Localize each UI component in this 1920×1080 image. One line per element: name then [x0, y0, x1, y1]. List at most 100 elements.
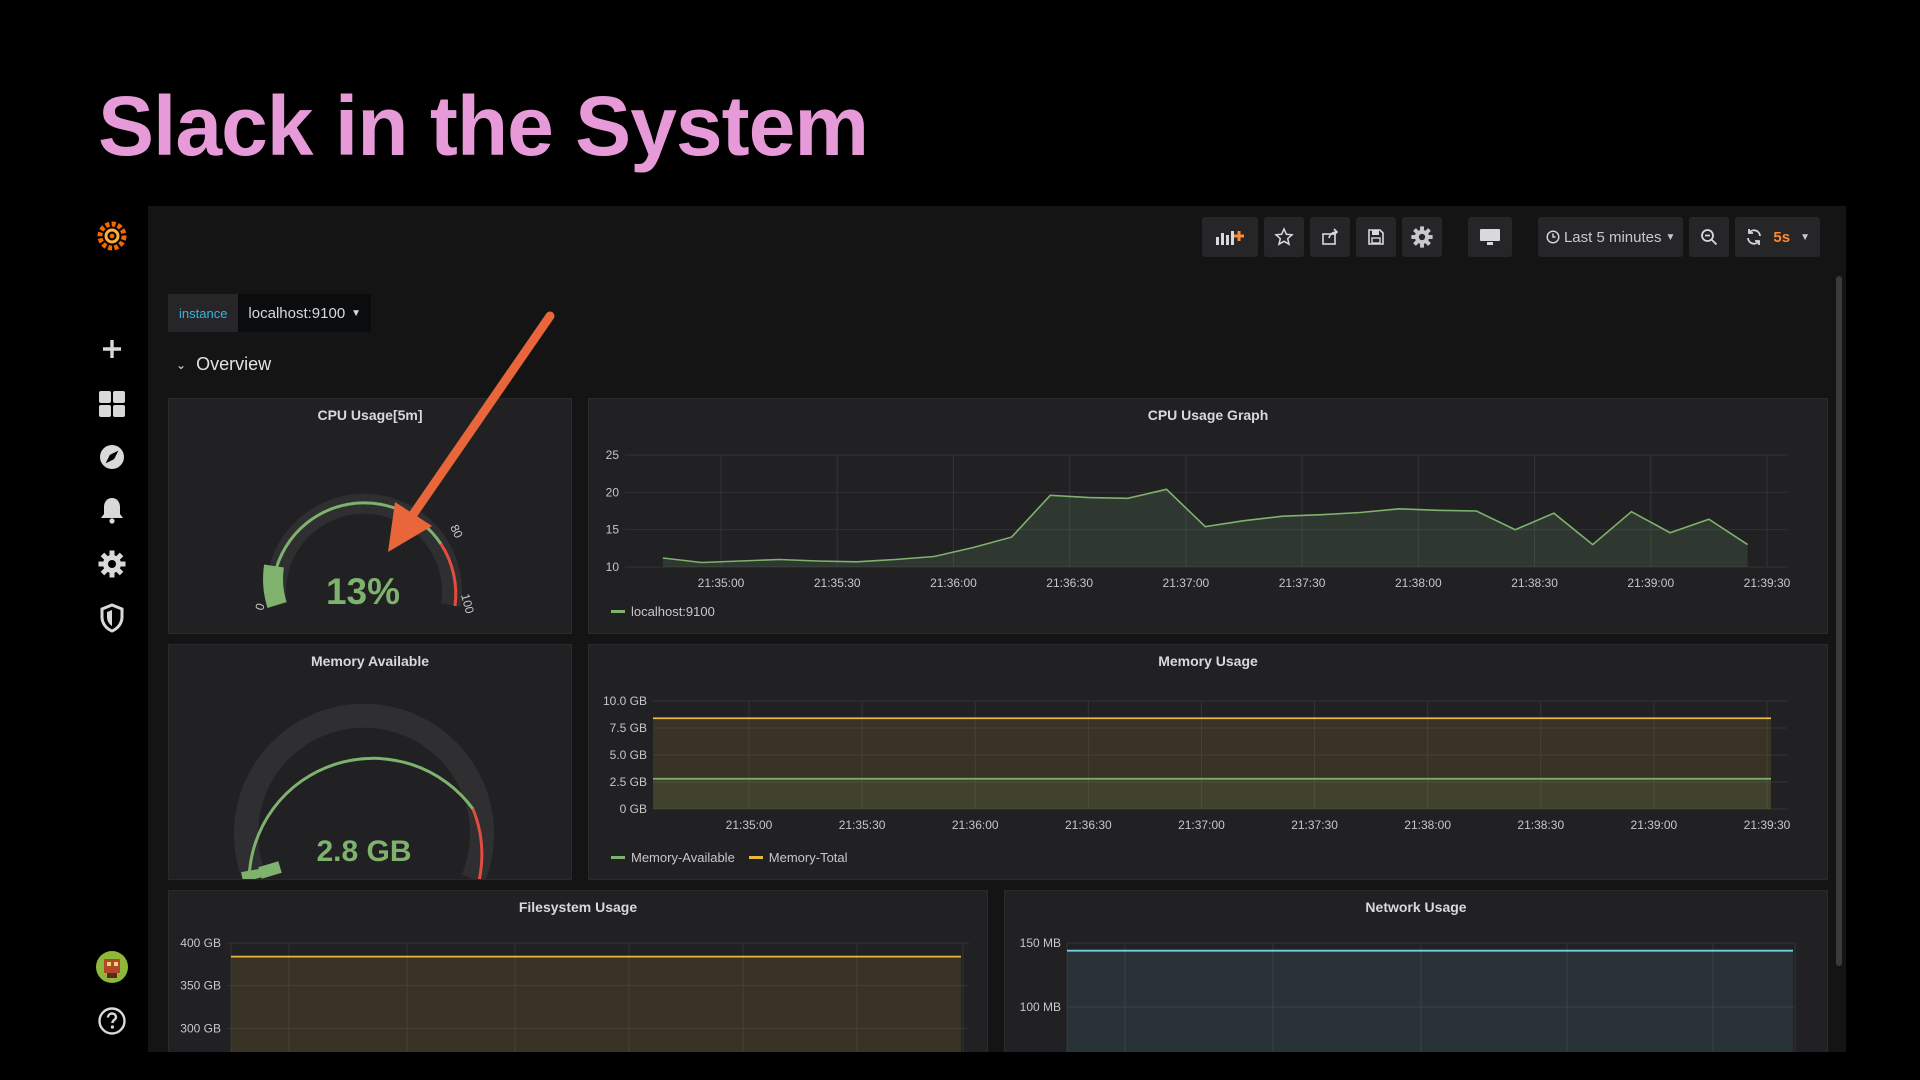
y-tick-label: 100 MB	[1020, 1000, 1061, 1014]
series-area-memory-available	[653, 778, 1771, 809]
series-area-network	[1067, 950, 1793, 1052]
dashboards-icon[interactable]	[94, 386, 130, 422]
share-button[interactable]	[1309, 217, 1350, 257]
y-tick-label: 400 GB	[180, 936, 221, 950]
template-variable: instance localhost:9100 ▼	[168, 294, 372, 332]
star-icon	[1274, 227, 1294, 246]
series-area-localhost-9100	[662, 489, 1748, 567]
time-range-label: Last 5 minutes	[1563, 228, 1662, 246]
gauge-max-label: 100	[458, 592, 477, 615]
panel-title: Memory Usage	[1158, 653, 1258, 669]
x-tick-label: 21:38:00	[1395, 576, 1442, 590]
x-tick-label: 21:36:00	[952, 818, 999, 832]
y-tick-label: 5.0 GB	[610, 748, 647, 762]
legend-label: Memory-Available	[631, 850, 735, 865]
x-tick-label: 21:36:30	[1065, 818, 1112, 832]
x-tick-label: 21:37:30	[1291, 818, 1338, 832]
save-icon	[1368, 229, 1384, 245]
y-tick-label: 350 GB	[180, 979, 221, 993]
row-title: Overview	[196, 354, 272, 374]
cpu-gauge: 0 80 100 13%	[252, 493, 477, 615]
x-tick-label: 21:39:30	[1744, 576, 1791, 590]
dashboard-toolbar: Last 5 minutes ▼ 5s ▼	[1201, 216, 1820, 258]
legend-swatch	[611, 856, 625, 859]
row-header[interactable]: ⌄ Overview	[176, 354, 271, 375]
dashboard-scrollbar[interactable]	[1836, 276, 1842, 966]
y-tick-label: 150 MB	[1020, 936, 1061, 950]
panel-title: CPU Usage Graph	[1147, 407, 1269, 423]
y-tick-label: 0 GB	[620, 802, 647, 816]
variable-value: localhost:9100	[248, 304, 346, 322]
plus-icon[interactable]	[94, 331, 130, 367]
x-tick-label: 21:39:00	[1627, 576, 1674, 590]
graph-legend: localhost:9100	[611, 604, 715, 619]
y-tick-label: 300 GB	[180, 1021, 221, 1035]
shield-icon[interactable]	[94, 600, 130, 636]
variable-label: instance	[168, 294, 239, 332]
x-tick-label: 21:35:30	[814, 576, 861, 590]
settings-button[interactable]	[1401, 217, 1442, 257]
explore-icon[interactable]	[94, 439, 130, 475]
gauge-threshold-label: 80	[447, 522, 465, 540]
x-tick-label: 21:35:00	[698, 576, 745, 590]
x-tick-label: 21:37:00	[1178, 818, 1225, 832]
x-tick-label: 21:37:30	[1279, 576, 1326, 590]
legend-label: Memory-Total	[768, 850, 848, 865]
y-tick-label: 15	[606, 523, 620, 537]
cpu-gauge-panel[interactable]: CPU Usage[5m] 0 80 100 13%	[168, 398, 572, 634]
avatar[interactable]	[94, 949, 130, 985]
legend-swatch	[611, 610, 625, 613]
time-range-picker[interactable]: Last 5 minutes ▼	[1537, 217, 1684, 257]
y-tick-label: 25	[606, 448, 620, 462]
legend-item[interactable]: Memory-Available	[611, 850, 735, 865]
x-tick-label: 21:37:00	[1163, 576, 1210, 590]
chevron-down-icon: ▼	[1665, 231, 1676, 243]
panel-title: CPU Usage[5m]	[317, 407, 423, 423]
legend-item[interactable]: localhost:9100	[611, 604, 715, 619]
x-tick-label: 21:36:00	[930, 576, 977, 590]
y-tick-label: 2.5 GB	[610, 775, 647, 789]
memory-gauge-panel[interactable]: Memory Available 2.8 GB	[168, 644, 572, 880]
panel-title: Network Usage	[1365, 899, 1467, 915]
help-icon[interactable]	[94, 1003, 130, 1039]
monitor-icon	[1479, 229, 1500, 245]
x-tick-label: 21:39:00	[1631, 818, 1678, 832]
x-tick-label: 21:35:30	[839, 818, 886, 832]
legend-item[interactable]: Memory-Total	[748, 850, 848, 865]
legend-swatch	[748, 856, 763, 859]
alert-bell-icon[interactable]	[94, 492, 130, 528]
y-tick-label: 10	[606, 560, 620, 574]
y-tick-label: 7.5 GB	[610, 721, 647, 735]
series-area-filesystem	[231, 956, 961, 1052]
panel-title: Filesystem Usage	[518, 899, 638, 915]
refresh-interval-label: 5s	[1773, 228, 1791, 246]
zoom-out-button[interactable]	[1689, 217, 1730, 257]
graph-legend: Memory-Available Memory-Total	[611, 850, 848, 865]
chevron-down-icon: ▼	[351, 307, 362, 319]
tv-mode-button[interactable]	[1467, 217, 1512, 257]
cpu-graph-panel[interactable]: CPU Usage Graph 25 20 15 10 21:35:00 21:35:30…	[588, 398, 1828, 634]
x-tick-label: 21:38:00	[1404, 818, 1451, 832]
series-area-memory-total	[653, 718, 1771, 809]
y-tick-label: 20	[606, 485, 620, 499]
refresh-picker[interactable]: 5s ▼	[1735, 217, 1820, 257]
slide-title: Slack in the System	[98, 79, 869, 173]
star-button[interactable]	[1263, 217, 1304, 257]
variable-select[interactable]: localhost:9100 ▼	[238, 294, 372, 332]
panel-title: Memory Available	[310, 653, 429, 669]
x-tick-label: 21:39:30	[1744, 818, 1791, 832]
gear-icon	[1411, 226, 1433, 248]
share-icon	[1322, 228, 1339, 245]
clock-icon	[1546, 230, 1560, 244]
save-button[interactable]	[1355, 217, 1396, 257]
gear-icon[interactable]	[94, 546, 130, 582]
add-panel-button[interactable]	[1201, 217, 1258, 257]
search-minus-icon	[1701, 229, 1718, 246]
grafana-logo-icon[interactable]	[94, 218, 130, 254]
series-line-localhost-9100	[662, 488, 1749, 564]
